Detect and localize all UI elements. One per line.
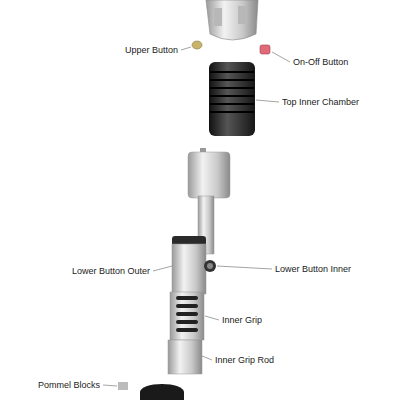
part-label: Inner Grip <box>222 315 262 326</box>
part-label: On-Off Button <box>293 57 348 68</box>
part-label: Lower Button Inner <box>275 264 351 275</box>
part-label: Upper Button <box>125 45 178 56</box>
part-label: Pommel Blocks <box>38 380 100 391</box>
part-label: Top Inner Chamber <box>282 97 359 108</box>
part-label: Inner Grip Rod <box>215 355 274 366</box>
part-label: Lower Button Outer <box>72 266 150 277</box>
